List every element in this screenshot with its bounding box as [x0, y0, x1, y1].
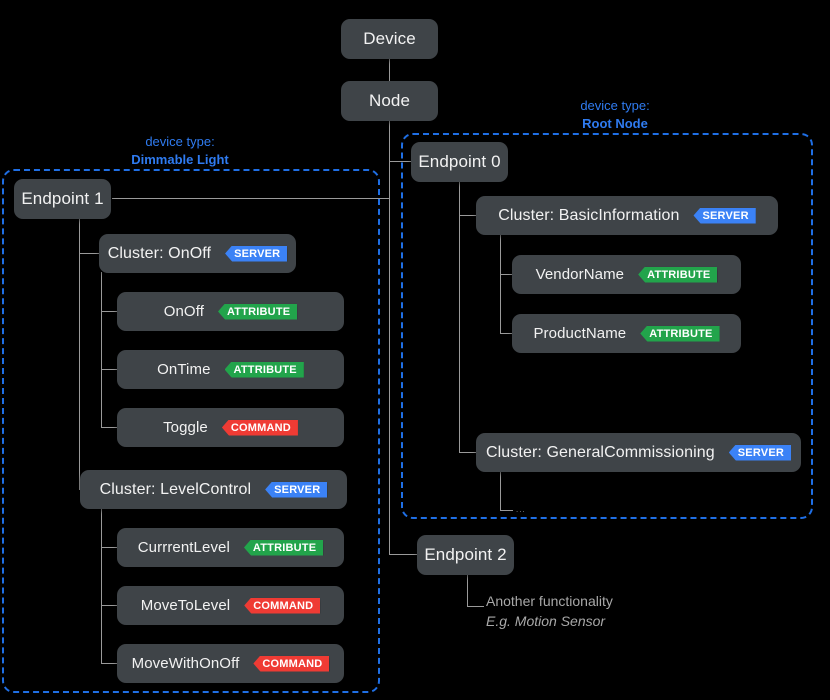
connector-basicinformation-vendorname [500, 274, 513, 275]
connector-onoff-cmd-toggle [101, 427, 118, 428]
node-attribute-onoff[interactable]: OnOff ATTRIBUTE [117, 292, 344, 331]
badge-attribute: ATTRIBUTE [224, 361, 304, 378]
badge-server: SERVER [225, 245, 288, 262]
node-endpoint-0[interactable]: Endpoint 0 [411, 142, 508, 182]
node-command-movewithonoff[interactable]: MoveWithOnOff COMMAND [117, 644, 344, 683]
connector-endpoint2-spine [467, 573, 468, 607]
badge-attribute: ATTRIBUTE [640, 325, 720, 342]
node-cluster-basicinformation[interactable]: Cluster: BasicInformation SERVER [476, 196, 778, 235]
connector-generalcommissioning-more [500, 510, 513, 511]
node-endpoint-1[interactable]: Endpoint 1 [14, 179, 111, 219]
node-cluster-onoff-label: Cluster: OnOff [107, 244, 212, 262]
connector-onoff-attr-ontime [101, 369, 118, 370]
connector-onoff-attr-onoff [101, 311, 118, 312]
node-device-label: Device [363, 29, 416, 48]
node-attribute-vendorname[interactable]: VendorName ATTRIBUTE [512, 255, 741, 294]
endpoint2-note: Another functionality E.g. Motion Sensor [486, 591, 613, 631]
node-command-movetolevel-label: MoveToLevel [140, 597, 231, 614]
node-node-label: Node [368, 91, 411, 110]
badge-attribute: ATTRIBUTE [243, 539, 324, 556]
group-label-value: Dimmable Light [131, 152, 229, 167]
badge-attribute: ATTRIBUTE [638, 266, 718, 283]
connector-endpoint1-onoff [79, 253, 99, 254]
connector-generalcommissioning-spine [500, 471, 501, 511]
node-cluster-generalcommissioning-label: Cluster: GeneralCommissioning [486, 443, 715, 461]
node-attribute-ontime[interactable]: OnTime ATTRIBUTE [117, 350, 344, 389]
group-label-dimmable-light: device type: Dimmable Light [100, 133, 260, 169]
node-attribute-productname[interactable]: ProductName ATTRIBUTE [512, 314, 741, 353]
badge-server: SERVER [693, 207, 756, 224]
node-endpoint-2[interactable]: Endpoint 2 [417, 535, 514, 575]
node-attribute-vendorname-label: VendorName [535, 266, 625, 283]
connector-basicinformation-productname [500, 333, 513, 334]
connector-trunk-endpoint2 [389, 554, 417, 555]
connector-levelcontrol-spine [101, 508, 102, 664]
node-cluster-levelcontrol-label: Cluster: LevelControl [99, 480, 252, 498]
connector-levelcontrol-cmd-movetolevel [101, 605, 118, 606]
node-command-toggle-label: Toggle [163, 419, 208, 436]
badge-server: SERVER [265, 481, 328, 498]
node-attribute-ontime-label: OnTime [157, 361, 211, 378]
group-label-root-node: device type: Root Node [535, 97, 695, 133]
node-node[interactable]: Node [341, 81, 438, 121]
connector-trunk-endpoint0 [389, 161, 412, 162]
node-attribute-onoff-label: OnOff [163, 303, 204, 320]
connector-device-node [389, 59, 390, 82]
node-cluster-onoff[interactable]: Cluster: OnOff SERVER [99, 234, 296, 273]
badge-attribute: ATTRIBUTE [217, 303, 298, 320]
generalcommissioning-more-ellipsis: ... [516, 505, 526, 514]
connector-endpoint1-spine [79, 216, 80, 490]
connector-onoff-spine [101, 272, 102, 428]
endpoint2-note-line1: Another functionality [486, 593, 613, 609]
connector-trunk-endpoint1 [112, 198, 390, 199]
node-cluster-basicinformation-label: Cluster: BasicInformation [498, 206, 680, 224]
badge-command: COMMAND [253, 655, 330, 672]
badge-command: COMMAND [221, 419, 298, 436]
connector-endpoint0-spine [459, 180, 460, 453]
node-endpoint-0-label: Endpoint 0 [418, 152, 501, 171]
node-command-movewithonoff-label: MoveWithOnOff [131, 655, 240, 672]
connector-endpoint0-generalcommissioning [459, 452, 476, 453]
node-device[interactable]: Device [341, 19, 438, 59]
node-attribute-currentlevel[interactable]: CurrrentLevel ATTRIBUTE [117, 528, 344, 567]
node-attribute-currentlevel-label: CurrrentLevel [137, 539, 230, 556]
endpoint2-note-line2: E.g. Motion Sensor [486, 613, 606, 629]
badge-server: SERVER [728, 444, 792, 461]
node-attribute-productname-label: ProductName [533, 325, 627, 342]
group-label-prefix: device type: [145, 134, 215, 149]
connector-endpoint0-basicinformation [459, 215, 476, 216]
connector-node-trunk [389, 120, 390, 555]
group-label-value: Root Node [582, 116, 648, 131]
badge-command: COMMAND [244, 597, 321, 614]
node-endpoint-2-label: Endpoint 2 [424, 545, 507, 564]
node-cluster-generalcommissioning[interactable]: Cluster: GeneralCommissioning SERVER [476, 433, 801, 472]
connector-basicinformation-spine [500, 234, 501, 334]
node-cluster-levelcontrol[interactable]: Cluster: LevelControl SERVER [80, 470, 347, 509]
node-endpoint-1-label: Endpoint 1 [21, 189, 104, 208]
connector-levelcontrol-cmd-movewithonoff [101, 663, 118, 664]
connector-levelcontrol-attr-currentlevel [101, 547, 118, 548]
connector-endpoint2-note [467, 606, 484, 607]
node-command-toggle[interactable]: Toggle COMMAND [117, 408, 344, 447]
group-label-prefix: device type: [580, 98, 650, 113]
node-command-movetolevel[interactable]: MoveToLevel COMMAND [117, 586, 344, 625]
